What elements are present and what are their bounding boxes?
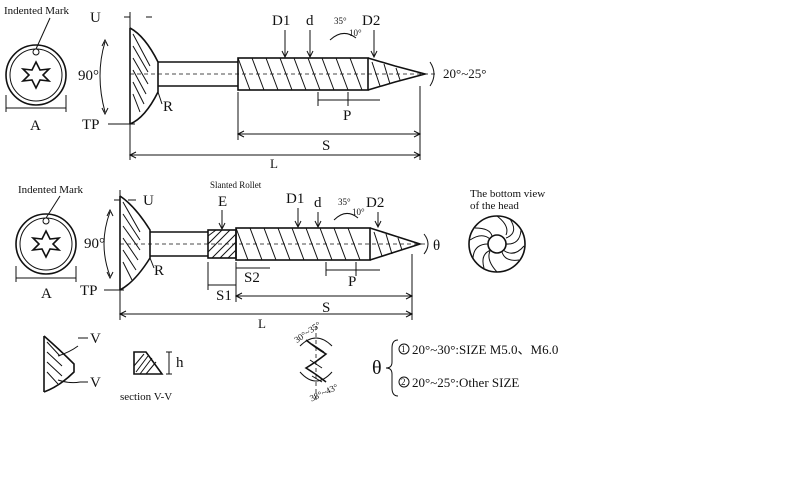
svg-text:1: 1: [401, 344, 406, 354]
section-v-v-caption: section V-V: [120, 391, 172, 403]
dim-u-label: U: [143, 193, 154, 209]
head-top-view-1: Indented Mark A: [4, 5, 70, 134]
dim-d1-label: D1: [272, 13, 290, 29]
detail-tip-angles: 30°~35° 38°~43°: [292, 319, 340, 403]
detail-theta-legend: θ 1 20°~30°:SIZE M5.0、M6.0 2 20°~25°:Oth…: [372, 339, 558, 397]
bottom-view-caption-1: The bottom view: [470, 188, 545, 200]
dim-d-label: d: [314, 195, 322, 211]
diagram-1: Indented Mark A 90° U TP R: [4, 5, 486, 171]
dim-a-label: A: [30, 118, 41, 134]
dim-h-label: h: [176, 355, 184, 371]
slanted-rollet-label: Slanted Rollet: [210, 180, 262, 190]
dim-d-label: d: [306, 13, 314, 29]
detail-v-rib: V V: [43, 331, 101, 393]
dim-s2-label: S2: [244, 270, 260, 286]
indent-mark-icon: [32, 48, 40, 56]
angle-35-label: 35°: [338, 197, 351, 207]
dim-r-label: R: [163, 99, 173, 115]
length-dims-1: S L: [128, 86, 422, 171]
angle-10-label: 10°: [352, 207, 365, 217]
angle-10-label: 10°: [349, 28, 362, 38]
diagram-2: Indented Mark A 90° U TP R: [15, 180, 545, 331]
indented-mark-label: Indented Mark: [18, 184, 84, 196]
dim-tp-label: TP: [80, 283, 98, 299]
option-1-text: 20°~30°:SIZE M5.0、M6.0: [412, 342, 558, 357]
bottom-view-head: The bottom view of the head: [468, 188, 545, 273]
head-top-view-2: Indented Mark A: [15, 184, 84, 302]
dim-s1-label: S1: [216, 288, 232, 304]
head-angle-label: 90°: [78, 68, 99, 84]
screw-head-profile-1: 90° U TP R: [78, 10, 173, 133]
detail-section-v-v: h section V-V: [120, 351, 184, 403]
angle-35-label: 35°: [334, 16, 347, 26]
option-2-text: 20°~25°:Other SIZE: [412, 375, 519, 390]
theta-symbol: θ: [372, 357, 382, 379]
dim-r-label: R: [154, 263, 164, 279]
tip-angle-label: 20°~25°: [443, 66, 486, 81]
head-angle-label: 90°: [84, 236, 105, 252]
bottom-view-caption-2: of the head: [470, 200, 519, 212]
dim-u-label: U: [90, 10, 101, 26]
thread-dims-1: D1 d 35° 10° D2 P: [272, 13, 380, 124]
indented-mark-label: Indented Mark: [4, 5, 70, 17]
dim-s-label: S: [322, 138, 330, 154]
dim-a-label: A: [41, 286, 52, 302]
length-dims-2: S L: [118, 254, 414, 331]
dim-l-label: L: [270, 156, 278, 171]
screw-shank-1: 20°~25°: [130, 57, 486, 91]
torx-drive-icon: [20, 60, 52, 90]
screw-shank-2: θ: [120, 227, 440, 261]
section-v-top-label: V: [90, 331, 101, 347]
dim-s-label: S: [322, 300, 330, 316]
dim-e-label: E: [218, 194, 227, 210]
tip-angle-bottom-label: 38°~43°: [308, 382, 340, 404]
dim-d2-label: D2: [362, 13, 380, 29]
svg-text:2: 2: [401, 377, 406, 387]
screw-head-profile-2: 90° U TP R: [80, 190, 164, 299]
theta-label: θ: [433, 238, 440, 254]
dim-p-label: P: [343, 108, 351, 124]
section-v-bottom-label: V: [90, 375, 101, 391]
indent-mark-icon: [42, 217, 50, 225]
option-2-marker: [398, 376, 410, 388]
dim-l-label: L: [258, 316, 266, 331]
option-1-marker: [398, 343, 410, 355]
dim-tp-label: TP: [82, 117, 100, 133]
thread-dims-2: Slanted Rollet E S1 S2 D1 d 35° 10° D2: [207, 180, 384, 304]
dim-d1-label: D1: [286, 191, 304, 207]
torx-drive-icon: [30, 229, 62, 259]
dim-d2-label: D2: [366, 195, 384, 211]
dim-p-label: P: [348, 274, 356, 290]
